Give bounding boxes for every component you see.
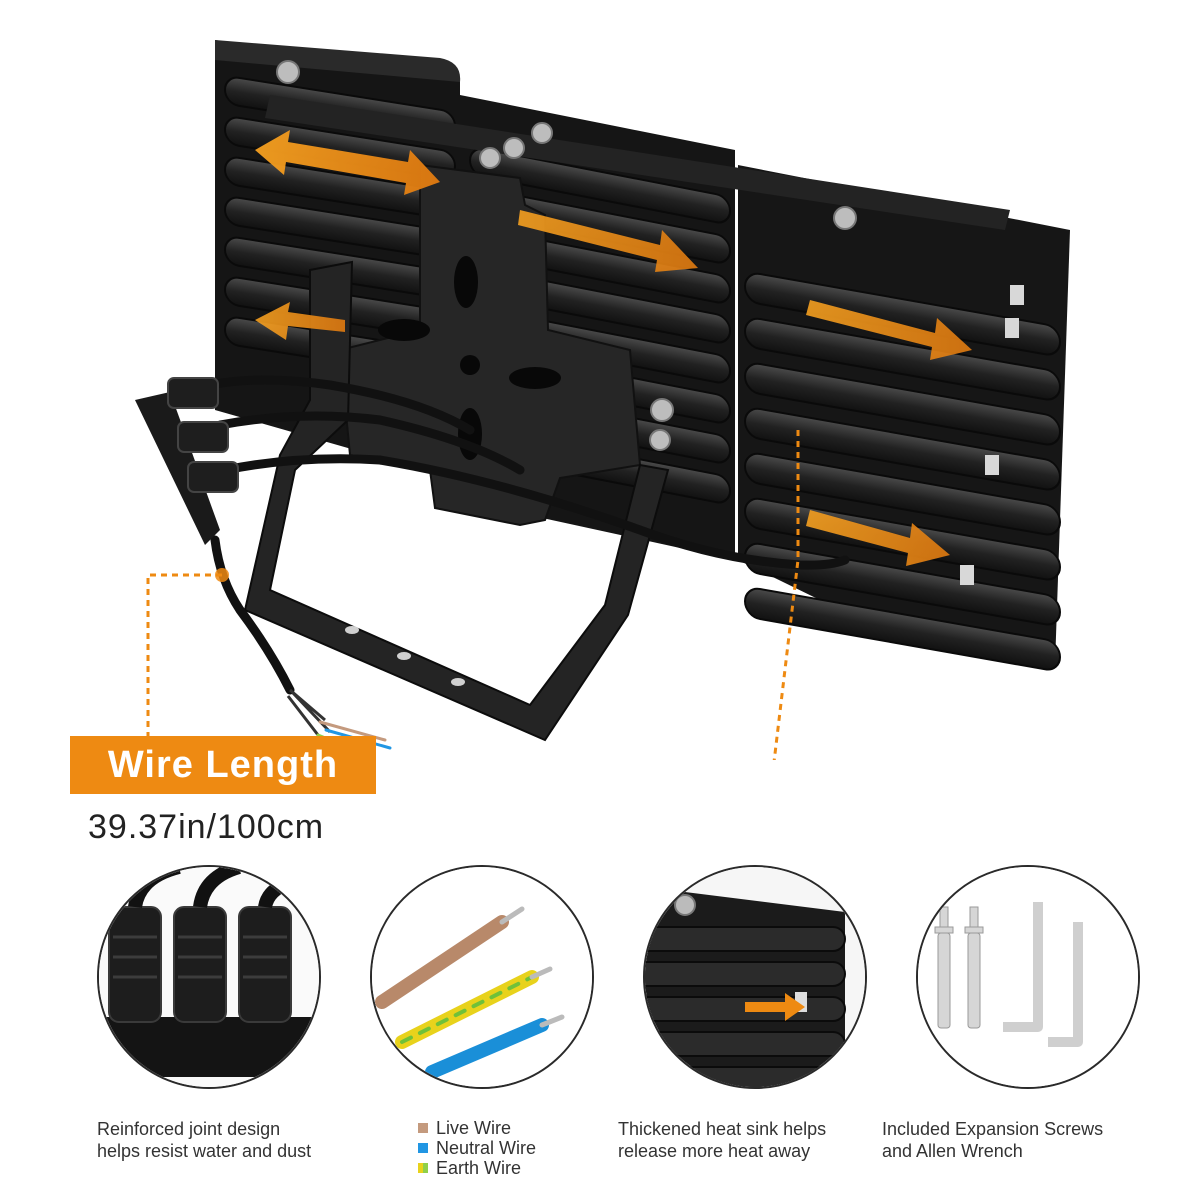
legend-neutral-wire: Neutral Wire	[418, 1138, 536, 1158]
u-mounting-bracket	[243, 260, 670, 742]
wire-length-badge: Wire Length	[70, 736, 376, 794]
detail-circle-accessories	[916, 865, 1140, 1089]
detail-circle-joint-design	[97, 865, 321, 1089]
top-connecting-bar	[265, 95, 1010, 230]
caption-joint-design: Reinforced joint design helps resist wat…	[97, 1119, 312, 1161]
heatsink-module-right	[738, 165, 1070, 671]
caption-heat-sink: Thickened heat sink helps release more h…	[618, 1119, 827, 1161]
floodlight-rear-view	[135, 40, 1070, 760]
legend-earth-wire: Earth Wire	[418, 1158, 536, 1178]
heat-flow-arrow-icon	[255, 130, 972, 566]
detail-circle-heat-sink	[643, 865, 867, 1089]
wire-length-value: 39.37in/100cm	[88, 808, 325, 846]
wire-length-title: Wire Length	[107, 743, 339, 786]
live-wire-swatch	[418, 1123, 428, 1133]
detail-circle-wires	[370, 865, 594, 1089]
earth-wire-swatch	[418, 1163, 428, 1173]
power-cables	[205, 375, 850, 695]
screw-icon	[934, 906, 984, 1029]
wire-color-legend: Live Wire Neutral Wire Earth Wire	[418, 1118, 536, 1178]
caption-accessories: Included Expansion Screws and Allen Wren…	[882, 1119, 1104, 1161]
connector-icon	[99, 867, 319, 1087]
wire-icon	[372, 867, 592, 1087]
heat-sink-detail	[645, 867, 865, 1087]
neutral-wire-swatch	[418, 1143, 428, 1153]
bolt-heads	[276, 60, 857, 451]
allen-wrench-icon	[1003, 902, 1083, 1047]
callout-leader-lines	[146, 430, 800, 760]
legend-live-wire: Live Wire	[418, 1118, 536, 1138]
waterproof-junction-box	[135, 377, 239, 545]
